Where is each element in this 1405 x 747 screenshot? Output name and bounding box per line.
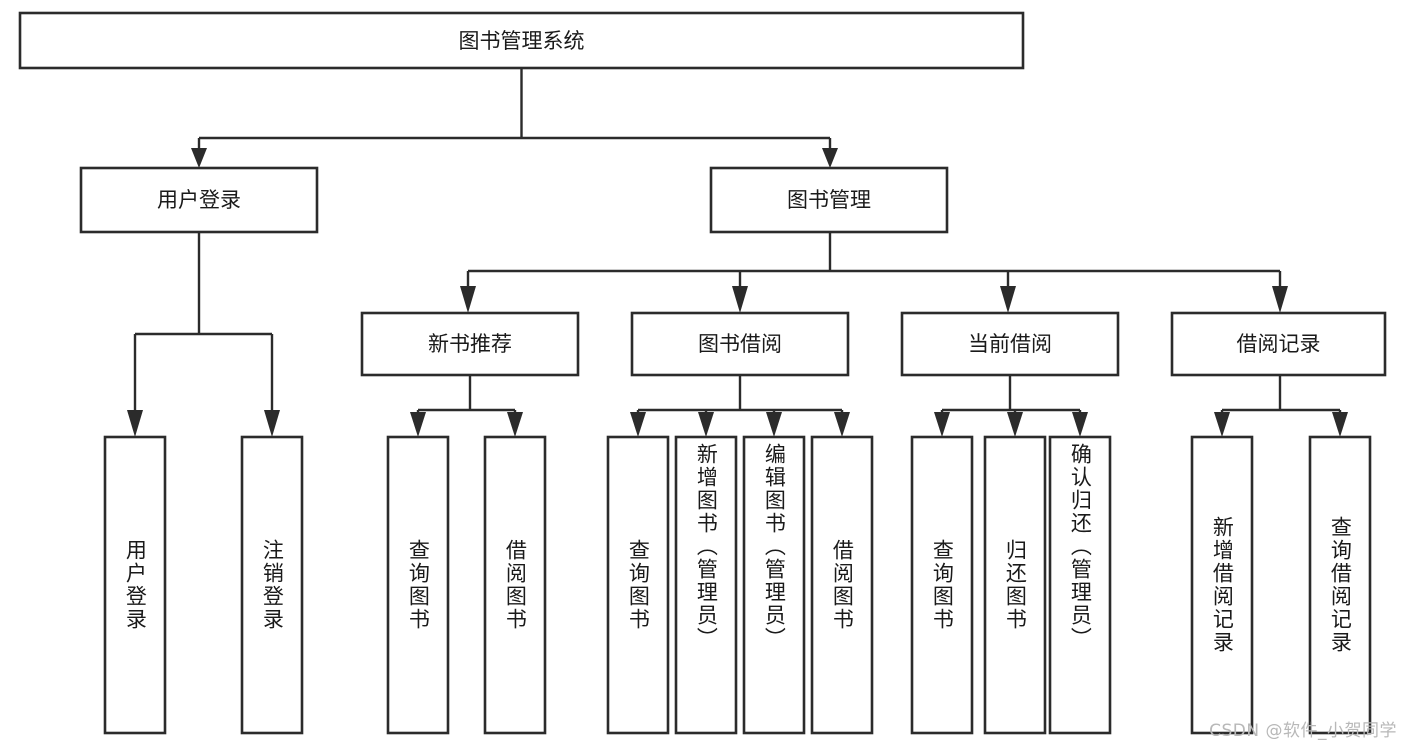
node-book-management-box[interactable] [709,166,949,234]
node-book-borrow[interactable]: 图书借阅 [630,311,850,377]
arrow-head-leaf-return-book [1007,412,1023,437]
node-leaf-logout-box[interactable] [240,435,304,735]
arrow-head-leaf-confirm-return [1072,412,1088,437]
arrow-head-leaf-add-record [1214,412,1230,437]
connectors-layer [127,68,1348,437]
node-user-login[interactable]: 用户登录 [79,166,319,234]
csdn-watermark: CSDN @软件_小贺同学 [1209,721,1397,741]
node-leaf-query-book-rec-box[interactable] [386,435,450,735]
node-leaf-confirm-return-box[interactable] [1048,435,1112,735]
node-borrow-record-box[interactable] [1170,311,1387,377]
arrow-head-leaf-logout [264,410,280,437]
arrow-head-leaf-query-book-rec [410,412,426,437]
arrow-head-leaf-query-record [1332,412,1348,437]
node-leaf-borrow-book-box[interactable] [810,435,874,735]
arrow-head-leaf-borrow-book-rec [507,412,523,437]
arrow-head-book-management [822,148,838,168]
node-book-management-label: 图书管理 [787,188,871,212]
node-leaf-user-login-box[interactable] [103,435,167,735]
node-leaf-borrow-book-rec-box[interactable] [483,435,547,735]
node-root[interactable]: 图书管理系统 [18,11,1025,70]
node-new-book-recommend[interactable]: 新书推荐 [360,311,580,377]
node-new-book-recommend-label: 新书推荐 [428,332,512,356]
arrow-head-leaf-borrow-book [834,412,850,437]
node-current-borrow-label: 当前借阅 [968,332,1052,356]
node-borrow-record[interactable]: 借阅记录 [1170,311,1387,377]
node-leaf-edit-book-box[interactable] [742,435,806,735]
node-leaf-add-record-box[interactable] [1190,435,1254,735]
node-leaf-query-book-current-box[interactable] [910,435,974,735]
node-user-login-label: 用户登录 [157,188,241,212]
node-borrow-record-label: 借阅记录 [1237,332,1321,356]
node-user-login-box[interactable] [79,166,319,234]
arrow-head-new-book-recommend [460,286,476,313]
arrow-head-leaf-query-book-current [934,412,950,437]
node-root-label: 图书管理系统 [459,29,585,53]
arrow-head-borrow-record [1272,286,1288,313]
node-current-borrow[interactable]: 当前借阅 [900,311,1120,377]
node-new-book-recommend-box[interactable] [360,311,580,377]
boxes-layer: 图书管理系统 用户登录 图书管理 新书推荐 图书借阅 [18,11,1387,735]
node-leaf-query-record-box[interactable] [1308,435,1372,735]
node-leaf-return-book-box[interactable] [983,435,1047,735]
node-current-borrow-box[interactable] [900,311,1120,377]
node-leaf-query-book-borrow-box[interactable] [606,435,670,735]
node-book-management[interactable]: 图书管理 [709,166,949,234]
node-book-borrow-label: 图书借阅 [698,332,782,356]
arrow-head-current-borrow [1000,286,1016,313]
arrow-head-leaf-query-book-borrow [630,412,646,437]
arrow-head-user-login [191,148,207,168]
node-root-box[interactable] [18,11,1025,70]
arrow-head-leaf-edit-book [766,412,782,437]
node-book-borrow-box[interactable] [630,311,850,377]
node-leaf-add-book-box[interactable] [674,435,738,735]
arrow-head-book-borrow [732,286,748,313]
arrow-head-leaf-add-book [698,412,714,437]
arrow-head-leaf-user-login [127,410,143,437]
